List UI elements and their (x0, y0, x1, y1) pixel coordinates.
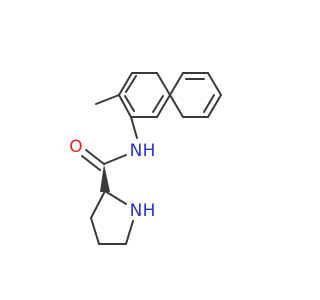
atom-label-carbonyl-oxygen: O (69, 137, 82, 157)
bond-c1-namide (130, 116, 138, 139)
bond-c6-c7 (207, 72, 222, 96)
bond-c4a-c8a-inner (152, 95, 164, 113)
bond-methyl (95, 94, 120, 105)
bond-c1-c2-inner (124, 95, 135, 112)
bond-co-2 (81, 155, 101, 171)
bond-c1-c2 (118, 94, 132, 118)
stereo-wedge-bond (100, 164, 110, 192)
ring-nitrogen-symbol: N (130, 201, 143, 221)
bond-pn-pc5 (125, 220, 134, 245)
bond-pc4-pc3 (90, 217, 100, 245)
amide-nitrogen-symbol: N (130, 141, 143, 161)
naphthalene-ring-a (118, 72, 171, 118)
bond-c7-c8 (207, 94, 222, 118)
molecule-structure: O N H N H (69, 72, 222, 245)
bond-co-1 (85, 149, 105, 165)
bond-c2-c3-inner (125, 75, 137, 93)
bond-c7-c8-inner (203, 94, 215, 113)
pyrrolidine-ring (90, 190, 134, 245)
bond-c2-c3 (118, 72, 133, 96)
bond-namide-ccarbonyl (103, 154, 127, 165)
amide-hydrogen-symbol: H (143, 141, 156, 161)
ring-hydrogen-symbol: H (143, 201, 156, 221)
bond-c8-c8a-b (169, 94, 184, 118)
bond-c4a-c8a (156, 94, 171, 118)
atom-label-ring-nh: N H (130, 201, 156, 221)
atom-label-amide-nh: N H (130, 141, 156, 161)
bond-pc2-pn (104, 190, 127, 205)
bond-c4a-c5 (169, 72, 184, 96)
naphthalene-ring-b (169, 72, 222, 118)
bond-c4-c4a (156, 72, 171, 96)
bond-pc3-pc2 (90, 190, 106, 219)
